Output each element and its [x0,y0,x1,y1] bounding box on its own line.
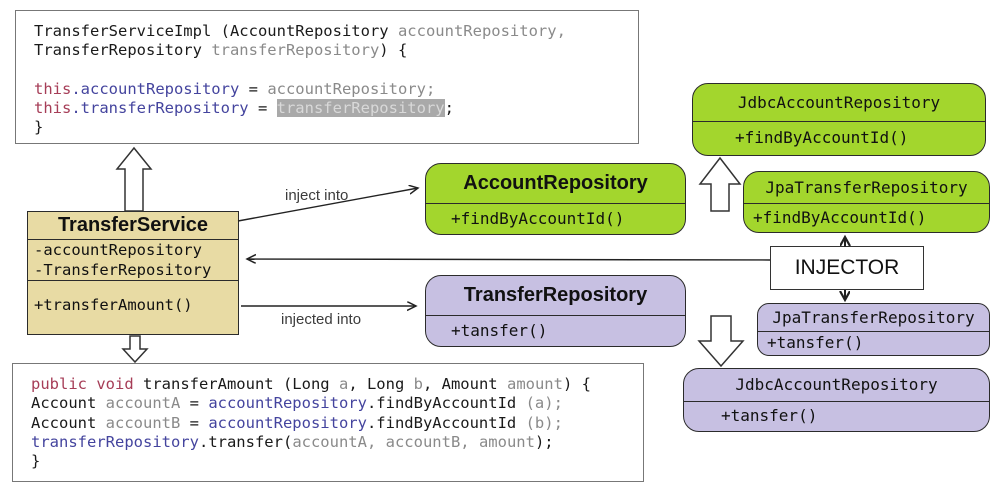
code-token-highlighted: transferRepository [276,99,445,118]
code-token: , Long [348,375,414,393]
block-arrow-up-to-constructor-code [115,146,153,212]
method-findbyaccountid: +findByAccountId() [744,203,989,231]
method-tansfer: +tansfer() [758,331,989,354]
block-arrow-up-to-jdbcaccountrepository [698,156,742,212]
block-arrow-down-to-jdbcaccountrepository [697,315,745,368]
block-arrow-down-to-method-code [121,335,149,364]
class-title: JpaTransferRepository [765,178,968,197]
code-token: TransferServiceImpl (AccountRepository [34,22,398,40]
class-title: TransferRepository [463,284,648,306]
class-title: TransferService [57,214,209,236]
code-token: accountRepository [208,394,367,413]
method-transferamount: +transferAmount() [34,296,193,314]
code-token: ); [534,432,554,451]
code-token: ) { [562,375,591,393]
code-token: transferRepository [211,41,380,60]
code-token: accountRepository, [397,22,566,40]
code-token: .accountRepository [71,79,240,98]
code-token: ; [444,99,454,118]
code-token: accountA, accountB, amount [292,432,535,451]
injector-to-transferservice-arrow [247,259,771,260]
code-token: .findByAccountId [366,394,517,413]
code-token: (a); [516,394,563,413]
code-token: } [31,452,41,471]
code-line: TransferRepository transferRepository) { [34,41,632,60]
code-line: this.accountRepository = accountReposito… [34,80,632,99]
code-line: Account accountB = accountRepository.fin… [31,414,637,433]
code-line: } [34,118,632,137]
code-line: transferRepository.transfer(accountA, ac… [31,433,637,452]
code-line: this.transferRepository = transferReposi… [34,99,632,118]
code-token: transferRepository [31,432,199,451]
code-token: accountB [105,413,181,432]
code-token: amount [506,375,563,393]
code-token: accountRepository [208,413,367,432]
method-tansfer: +tansfer() [426,314,685,346]
class-jdbcaccountrepository-green: JdbcAccountRepository +findByAccountId() [692,83,986,156]
code-token: = [180,394,209,413]
code-token: Account [31,413,106,432]
transfer-method-code-box: public void transferAmount (Long a, Long… [12,363,644,482]
code-token: TransferRepository [34,41,212,60]
class-title: JpaTransferRepository [772,308,975,327]
field-accountrepository: -accountRepository [34,241,202,259]
injector-label: INJECTOR [794,256,900,279]
code-line [34,61,632,80]
method-tansfer: +tansfer() [684,401,989,430]
method-findbyaccountid: +findByAccountId() [693,121,985,154]
code-token: transferAmount (Long [133,375,339,393]
code-token: , Amount [422,375,507,393]
code-token: accountA [105,394,181,413]
code-token: public void [31,375,134,393]
code-token: = [239,79,268,98]
code-token: this [34,99,72,118]
code-token: Account [31,394,106,413]
code-token: } [34,118,44,137]
method-findbyaccountid: +findByAccountId() [426,202,685,234]
code-line: public void transferAmount (Long a, Long… [31,375,637,394]
code-token: b [413,375,423,393]
class-accountrepository: AccountRepository +findByAccountId() [425,163,686,235]
code-token: = [180,413,209,432]
field-transferrepository: -TransferRepository [34,260,212,279]
code-line: } [31,452,637,471]
code-token: = [248,99,277,118]
code-token: .transferRepository [71,99,249,118]
class-title: AccountRepository [463,172,648,194]
code-line: TransferServiceImpl (AccountRepository a… [34,22,632,41]
code-token: a [338,375,349,393]
code-line: Account accountA = accountRepository.fin… [31,394,637,413]
code-token: ) { [379,41,408,60]
class-title: JdbcAccountRepository [737,93,941,112]
injected-into-label: injected into [281,311,362,328]
injector-box: INJECTOR [770,246,924,290]
code-token: accountRepository; [267,79,436,98]
code-token: .findByAccountId [366,413,517,432]
class-transferservice: TransferService -accountRepository -Tran… [27,211,239,335]
constructor-code-box: TransferServiceImpl (AccountRepository a… [15,10,639,144]
code-token: this [34,79,72,98]
class-transferrepository: TransferRepository +tansfer() [425,275,686,347]
class-jpatransferrepository-purple: JpaTransferRepository +tansfer() [757,303,990,356]
class-jpatransferrepository-green: JpaTransferRepository +findByAccountId() [743,171,990,233]
class-methods: +transferAmount() [28,280,238,334]
class-title: JdbcAccountRepository [735,375,938,394]
class-jdbcaccountrepository-purple: JdbcAccountRepository +tansfer() [683,368,990,432]
code-token: (b); [516,413,563,432]
class-fields: -accountRepository -TransferRepository [28,239,238,280]
inject-into-label: inject into [285,187,349,204]
code-token: .transfer( [198,432,293,451]
